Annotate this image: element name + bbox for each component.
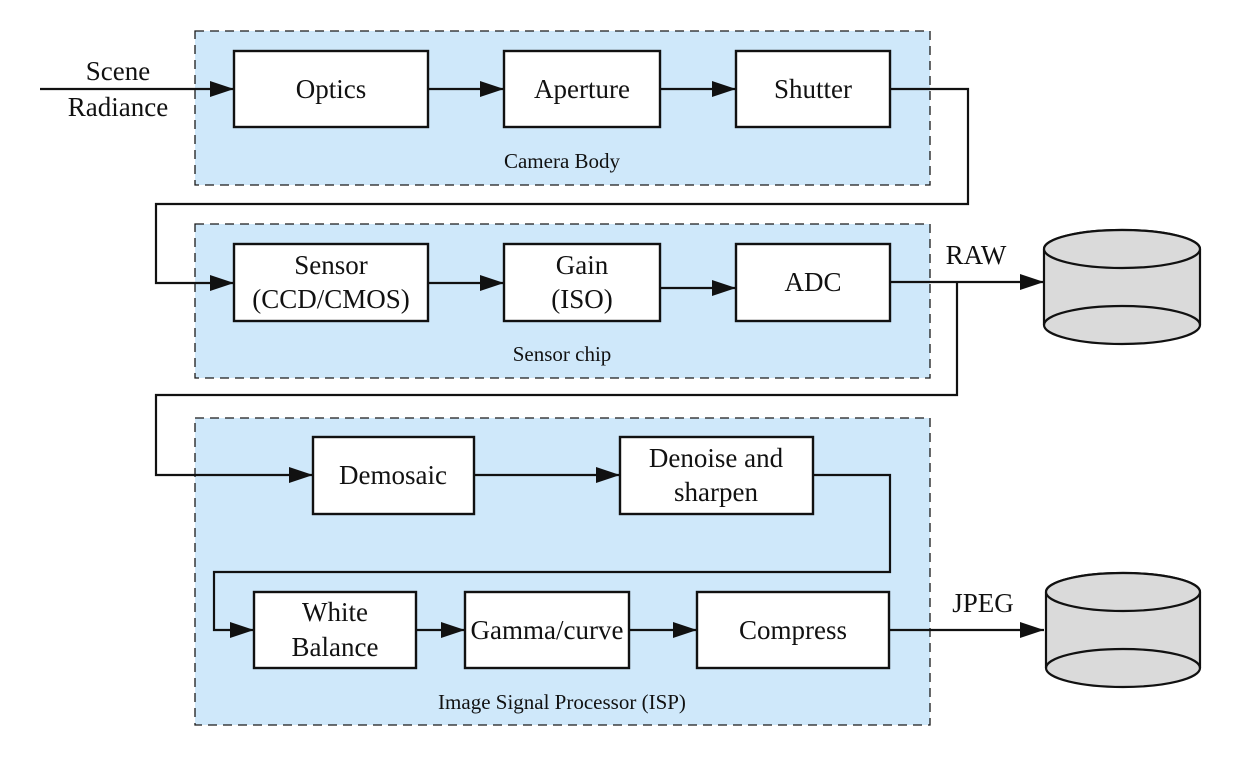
block-label-line1: Gain (556, 250, 609, 280)
block-label-line1: Sensor (294, 250, 368, 280)
group-label-sensor-chip: Sensor chip (513, 342, 612, 366)
block-gamma-curve: Gamma/curve (463, 590, 631, 670)
block-label-line2: Balance (292, 632, 379, 662)
block-label-line2: (ISO) (551, 284, 613, 314)
block-optics: Optics (232, 49, 430, 129)
block-compress: Compress (695, 590, 891, 670)
block-label-line2: (CCD/CMOS) (252, 284, 410, 314)
input-scene-radiance: Scene Radiance (68, 56, 168, 122)
block-label: Demosaic (339, 460, 447, 490)
raw-storage-database-icon (1042, 228, 1202, 346)
block-white-balance: White Balance (252, 590, 418, 670)
block-demosaic: Demosaic (311, 435, 476, 516)
block-adc: ADC (734, 242, 892, 323)
block-gain: Gain (ISO) (502, 242, 662, 323)
edge-shutter-sensor (154, 87, 970, 291)
block-label: Gamma/curve (471, 615, 624, 645)
jpeg-storage-database-icon (1044, 571, 1202, 689)
output-label-raw: RAW (946, 240, 1007, 270)
block-denoise-sharpen: Denoise and sharpen (618, 435, 815, 516)
input-label-line1: Scene (86, 56, 150, 86)
input-label-line2: Radiance (68, 92, 168, 122)
block-label: ADC (784, 267, 841, 297)
block-label-line2: sharpen (674, 477, 758, 507)
block-sensor: Sensor (CCD/CMOS) (232, 242, 430, 323)
edge-denoise-whitebalance (212, 473, 892, 638)
group-label-camera-body: Camera Body (504, 149, 621, 173)
block-label: Shutter (774, 74, 852, 104)
group-label-isp: Image Signal Processor (ISP) (438, 690, 686, 714)
block-label-line1: White (302, 597, 368, 627)
block-label: Optics (296, 74, 367, 104)
block-label-line1: Denoise and (649, 443, 784, 473)
block-label: Aperture (534, 74, 630, 104)
block-aperture: Aperture (502, 49, 662, 129)
connections (40, 81, 1044, 638)
block-label: Compress (739, 615, 847, 645)
edge-adc-demosaic (154, 282, 959, 483)
block-shutter: Shutter (734, 49, 892, 129)
output-label-jpeg: JPEG (952, 588, 1014, 618)
